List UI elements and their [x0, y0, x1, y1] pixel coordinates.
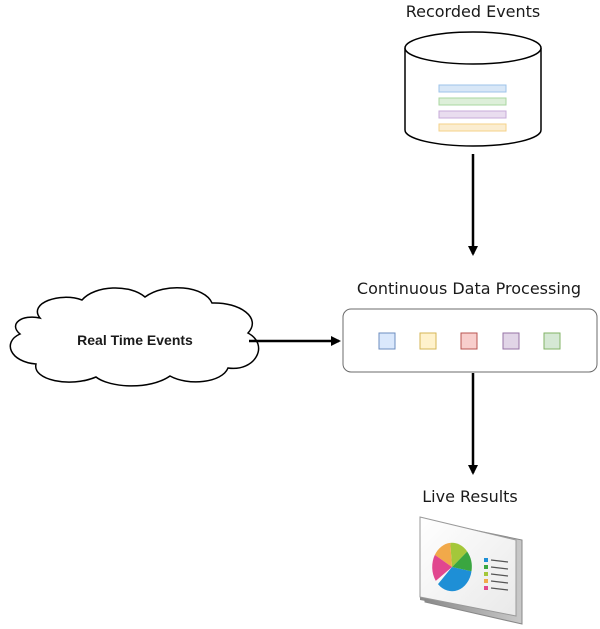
database-row	[438, 123, 507, 132]
pie-slice	[452, 551, 472, 572]
continuous-processing-box	[342, 308, 598, 373]
pie-slice	[437, 567, 472, 592]
processing-event-square	[543, 332, 561, 350]
real-time-events-label: Real Time Events	[77, 332, 193, 348]
real-time-events-cloud-shape	[9, 286, 260, 387]
processing-label: Continuous Data Processing	[356, 279, 582, 298]
pie-slice	[434, 542, 452, 567]
recorded-events-database-icon	[404, 31, 542, 147]
pie-slice	[432, 554, 452, 581]
database-row	[438, 84, 507, 93]
processing-event-square	[378, 332, 396, 350]
live-results-label: Live Results	[422, 487, 518, 506]
processing-event-square	[419, 332, 437, 350]
processing-event-square	[460, 332, 478, 350]
recorded-events-label: Recorded Events	[405, 2, 541, 21]
processing-event-square	[502, 332, 520, 350]
database-row	[438, 110, 507, 119]
live-results-dashboard-icon	[419, 516, 523, 625]
pie-slice	[450, 542, 468, 567]
dashboard-legend	[484, 558, 509, 591]
database-row	[438, 97, 507, 106]
